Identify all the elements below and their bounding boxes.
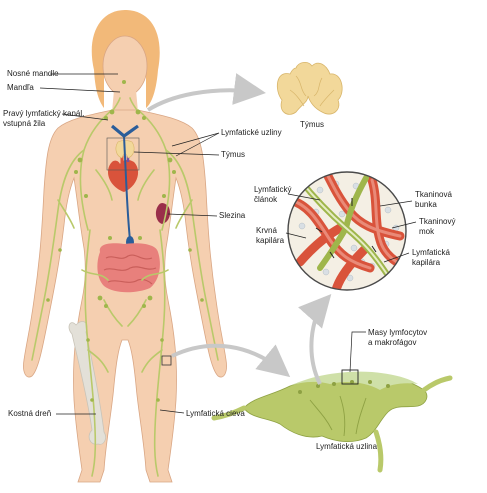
detail-marker-square: [161, 355, 172, 366]
label-pravy-kanal-line1: Pravý lymfatický kanál,: [3, 109, 85, 118]
label-tkaninova-bunka-line2: bunka: [415, 200, 437, 209]
arrow-to-lymph-node: [171, 343, 291, 378]
label-kostna-dren: Kostná dreň: [8, 409, 52, 418]
label-masy-line2: a makrofágov: [368, 338, 417, 347]
neck: [112, 90, 138, 112]
label-lymfaticka-cieva: Lymfatická cieva: [186, 409, 245, 418]
head: [102, 35, 148, 97]
label-tkaninova-bunka-line1: Tkaninová: [415, 190, 452, 199]
intestines: [97, 243, 160, 293]
label-lymfaticke-uzliny: Lymfatické uzliny: [221, 128, 282, 137]
human-body: [23, 10, 227, 483]
label-tymus-organ: Týmus: [300, 120, 324, 129]
label-tkaninovy-mok-line2: mok: [419, 227, 435, 236]
femur-bone: [68, 321, 106, 445]
label-krvna-kapilara-line1: Krvná: [256, 226, 277, 235]
label-tymus-body: Týmus: [221, 150, 245, 159]
thymus-organ: [276, 62, 343, 115]
label-masy-line1: Masy lymfocytov: [368, 328, 428, 337]
connector-arrows: [146, 73, 332, 385]
label-lymfaticka-kapilara-line1: Lymfatická: [412, 248, 450, 257]
label-slezina: Slezina: [219, 211, 246, 220]
tissue-magnified-circle: [287, 171, 407, 291]
label-lymfaticka-kapilara-line2: kapilára: [412, 258, 441, 267]
body-silhouette: [23, 109, 227, 483]
label-lymfaticka-uzlina: Lymfatická uzlina: [316, 442, 378, 451]
label-nosne-mandle: Nosné mandle: [7, 69, 59, 78]
label-lymfaticky-clanok-line2: článok: [254, 195, 278, 204]
body-lymph-nodes: [46, 80, 204, 402]
chest-marker-square: [106, 137, 140, 171]
label-pravy-kanal-line2: vstupná žila: [3, 119, 46, 128]
arrow-to-tissue-circle: [298, 294, 332, 385]
label-tkaninovy-mok-line1: Tkaninový: [419, 217, 456, 226]
label-mandla: Mandľa: [7, 83, 34, 92]
hair: [91, 10, 160, 108]
lymph-node-cross-section: [211, 369, 453, 473]
label-lymfaticky-clanok-line1: Lymfatický: [254, 185, 292, 194]
label-krvna-kapilara-line2: kapilára: [256, 236, 285, 245]
leader-lines: [39, 73, 417, 415]
arrow-to-thymus: [146, 73, 266, 112]
